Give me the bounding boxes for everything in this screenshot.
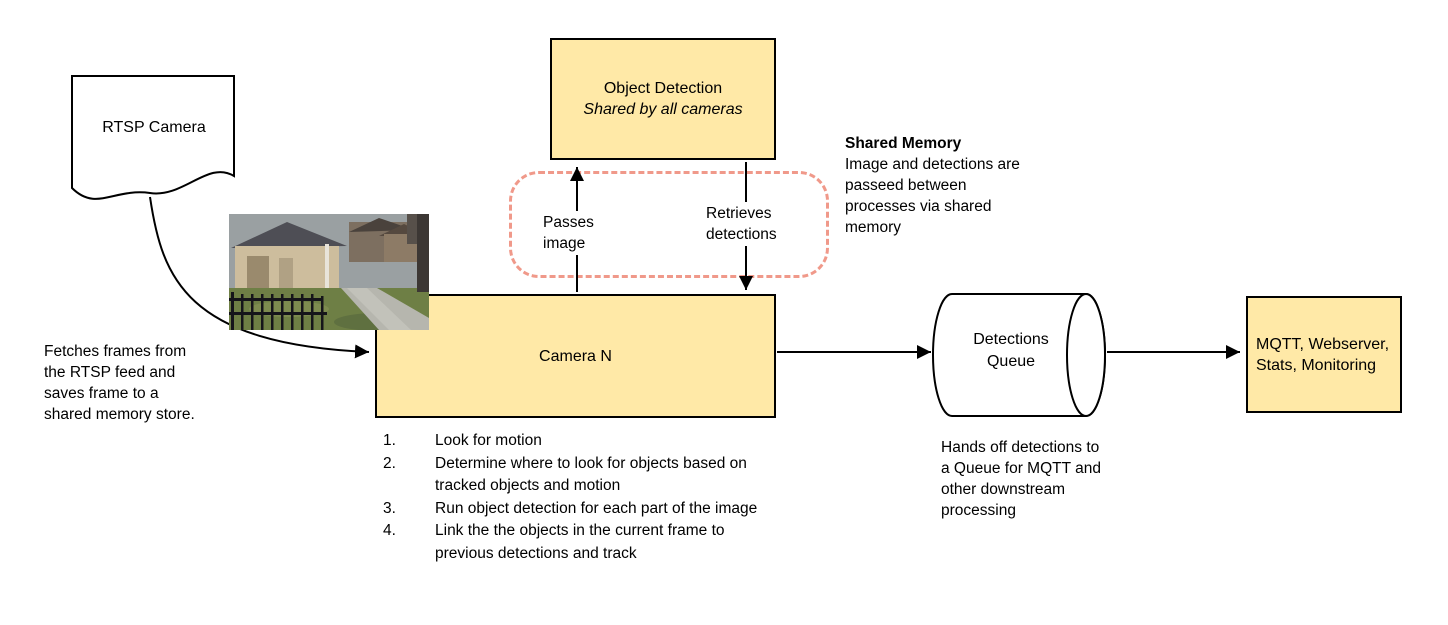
queue-handoff-note: Hands off detections to a Queue for MQTT… — [941, 439, 1101, 519]
step-text: Link the the objects in the current fram… — [435, 522, 725, 562]
outputs-box: MQTT, Webserver, Stats, Monitoring — [1246, 296, 1402, 413]
retrieves-detections-label: Retrieves detections — [703, 202, 797, 246]
camera-step-2: 2. Determine where to look for objects b… — [383, 453, 783, 498]
step-text: Look for motion — [435, 432, 542, 449]
rtsp-camera-document-shape — [71, 75, 235, 200]
object-detection-subtitle: Shared by all cameras — [583, 101, 743, 118]
camera-n-label: Camera N — [539, 347, 612, 365]
outputs-label: MQTT, Webserver, Stats, Monitoring — [1256, 335, 1390, 374]
shared-memory-note-title: Shared Memory — [845, 135, 962, 152]
camera-n-box: Camera N — [375, 294, 776, 418]
step-number: 1. — [383, 432, 396, 449]
camera-snapshot-art — [229, 214, 429, 331]
object-detection-box: Object Detection Shared by all cameras — [550, 38, 776, 160]
camera-snapshot-image — [229, 214, 429, 331]
step-number: 4. — [383, 522, 396, 539]
detections-queue-label: Detections Queue — [973, 331, 1049, 370]
shared-memory-region — [509, 171, 829, 278]
camera-step-3: 3. Run object detection for each part of… — [383, 498, 783, 521]
fetch-frames-note: Fetches frames from the RTSP feed and sa… — [44, 343, 195, 423]
queue-end-ellipse — [1066, 293, 1106, 417]
rtsp-camera-label: RTSP Camera — [102, 119, 206, 136]
step-text: Run object detection for each part of th… — [435, 499, 758, 517]
step-text: Determine where to look for objects base… — [435, 454, 747, 495]
camera-step-1: 1. Look for motion — [383, 430, 783, 453]
camera-step-4: 4. Link the the objects in the current f… — [383, 520, 783, 565]
shared-memory-note: Shared Memory Image and detections are p… — [845, 133, 1030, 238]
step-number: 3. — [383, 499, 396, 517]
step-number: 2. — [383, 454, 396, 472]
arrow-rtsp-to-camera — [149, 196, 370, 359]
shared-memory-note-body: Image and detections are passeed between… — [845, 156, 1020, 236]
camera-steps-list: 1. Look for motion 2. Determine where to… — [383, 430, 783, 565]
object-detection-title: Object Detection — [603, 80, 723, 97]
passes-image-label: Passes image — [540, 211, 608, 255]
